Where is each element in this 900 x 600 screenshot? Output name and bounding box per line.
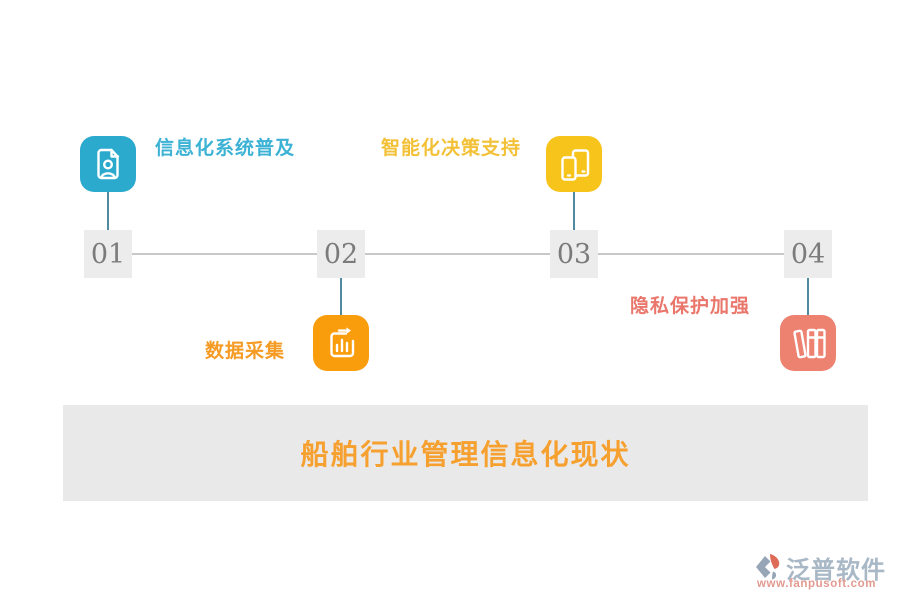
step-label-1: 信息化系统普及 — [155, 138, 296, 159]
timeline-line — [108, 253, 808, 255]
page-title: 船舶行业管理信息化现状 — [300, 439, 631, 470]
brand-name: 泛普软件 — [786, 557, 886, 584]
books-icon — [780, 315, 836, 371]
step-label-2: 数据采集 — [205, 341, 286, 362]
connector-step-4 — [807, 278, 809, 315]
brand-url: www.fanpusoft.com — [757, 578, 877, 590]
devices-icon — [546, 136, 602, 192]
title-banner: 船舶行业管理信息化现状 — [63, 405, 868, 501]
connector-step-1 — [107, 192, 109, 230]
chart-sync-icon — [313, 315, 369, 371]
connector-step-2 — [340, 278, 342, 315]
connector-step-3 — [573, 192, 575, 230]
step-number-1: 01 — [84, 230, 132, 278]
brand-watermark: 泛普软件 www.fanpusoft.com — [752, 550, 897, 592]
document-user-icon — [80, 136, 136, 192]
step-label-4: 隐私保护加强 — [630, 296, 751, 317]
step-number-4: 04 — [784, 230, 832, 278]
step-label-3: 智能化决策支持 — [381, 138, 522, 159]
step-number-3: 03 — [550, 230, 598, 278]
fanpu-logo-icon — [756, 554, 780, 580]
step-number-2: 02 — [317, 230, 365, 278]
